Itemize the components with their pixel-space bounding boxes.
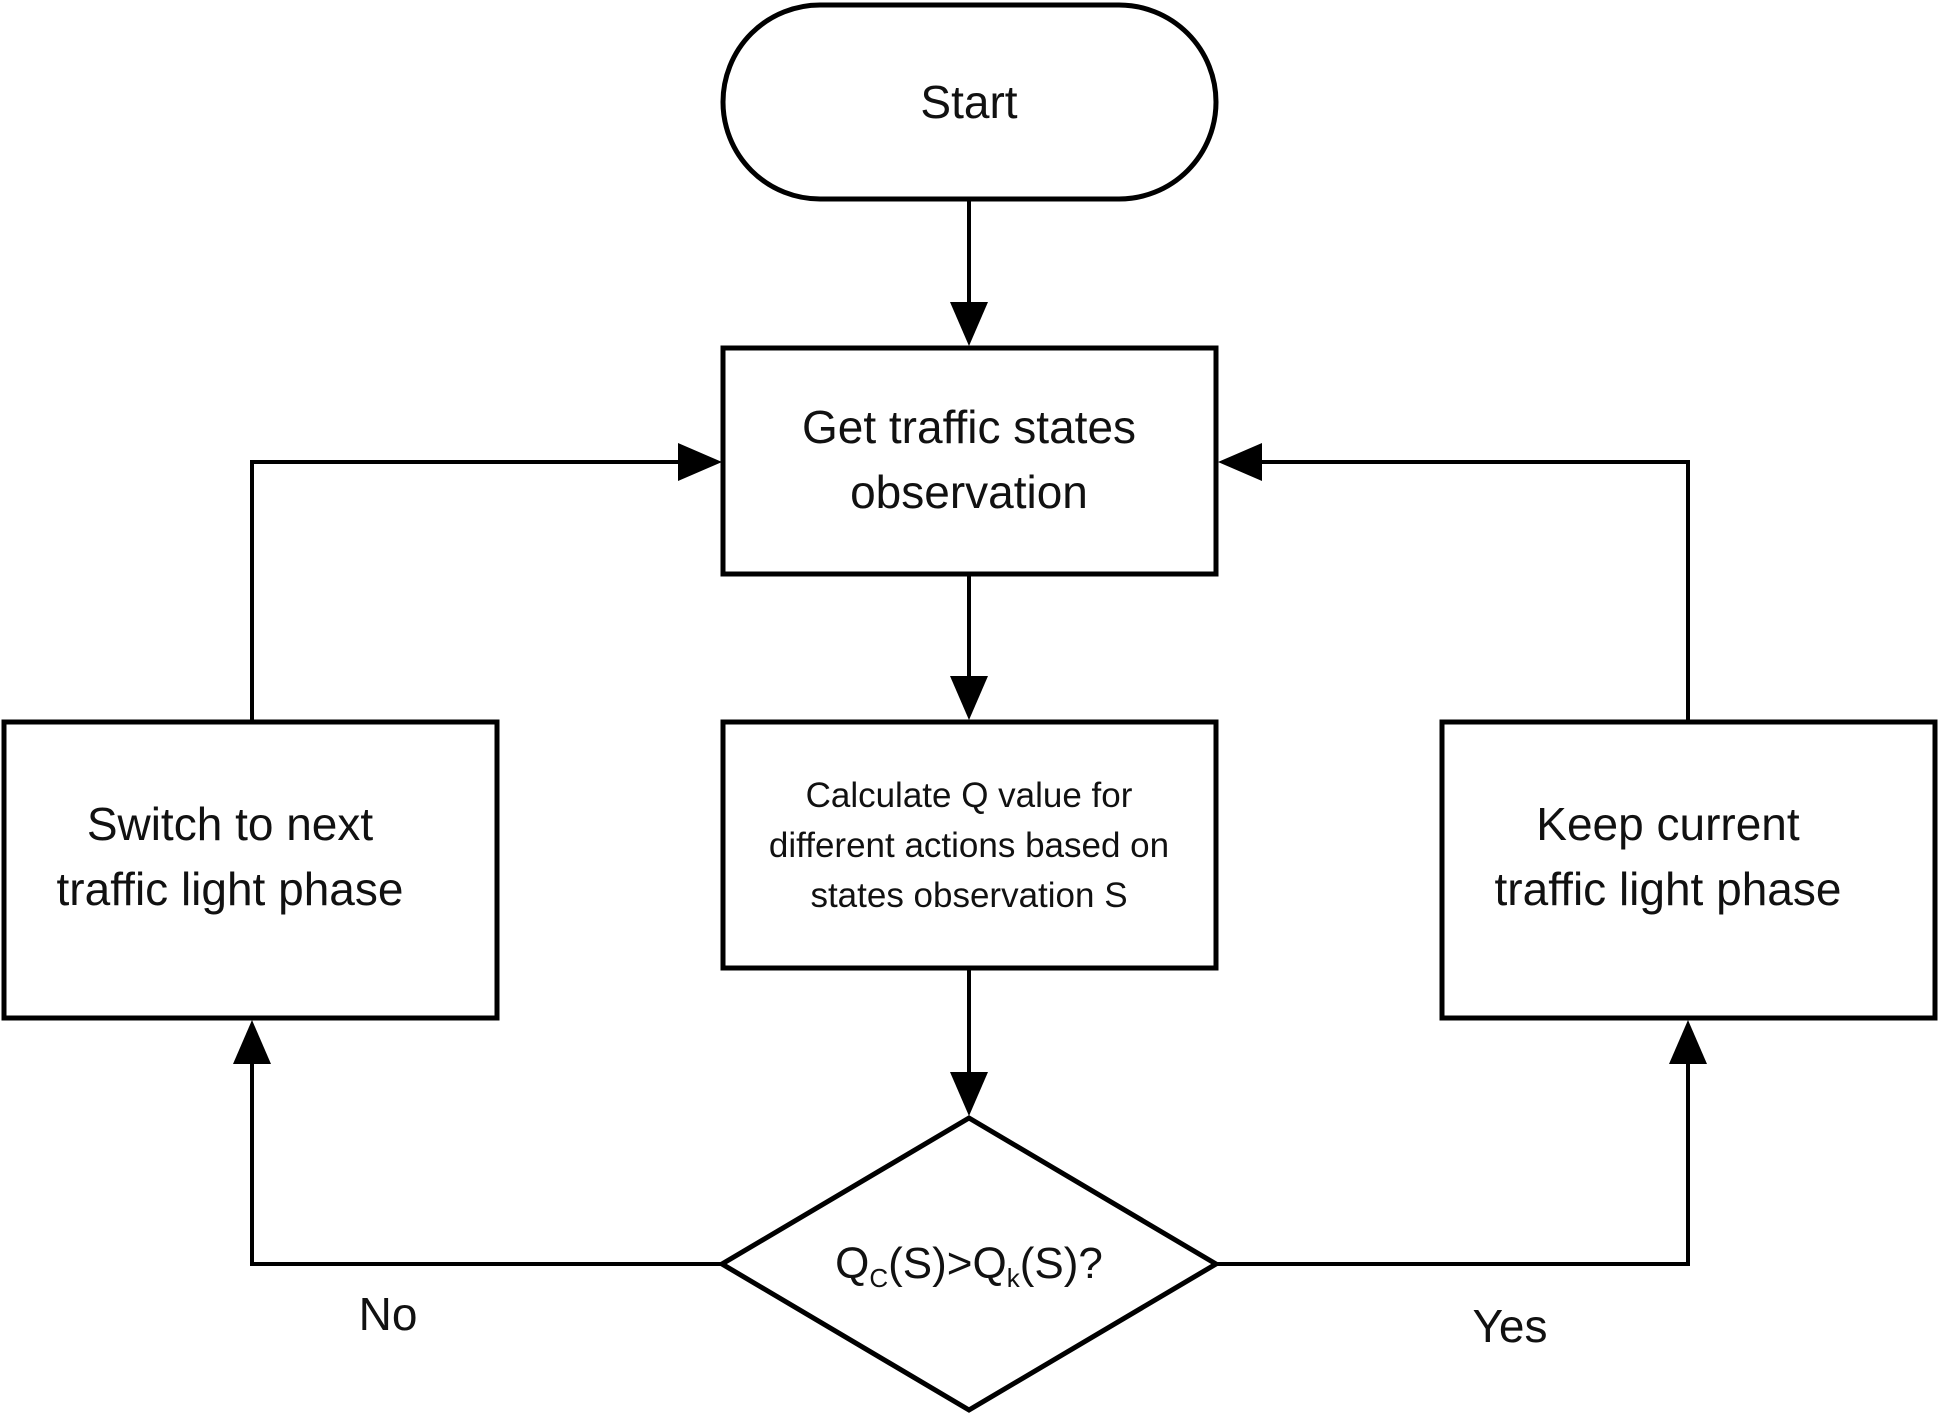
keep-phase-label-line2: traffic light phase [1495, 863, 1842, 915]
edge-decision-to-keep-phase [1216, 1020, 1707, 1266]
edge-switch-phase-to-get-states [250, 443, 722, 722]
start-node: Start [720, 2, 1219, 202]
decision-node: QC(S)>Qk(S)? [717, 1115, 1221, 1413]
keep-phase-label-line1: Keep current [1536, 798, 1800, 850]
calculate-q-label-line3: states observation S [810, 876, 1127, 915]
start-node-label: Start [920, 76, 1017, 128]
keep-phase-node: Keep current traffic light phase [1439, 719, 1938, 1021]
switch-phase-label-line1: Switch to next [87, 798, 374, 850]
get-states-label-line1: Get traffic states [802, 401, 1136, 453]
switch-phase-node: Switch to next traffic light phase [1, 719, 500, 1021]
switch-phase-label-line2: traffic light phase [57, 863, 404, 915]
no-edge-label: No [359, 1288, 418, 1340]
edge-decision-to-switch-phase [233, 1020, 722, 1266]
calculate-q-node: Calculate Q value for different actions … [720, 719, 1219, 971]
edge-calculate-to-decision [950, 968, 988, 1116]
calculate-q-label-line1: Calculate Q value for [806, 776, 1133, 815]
calculate-q-label-line2: different actions based on [769, 826, 1169, 865]
edge-keep-phase-to-get-states [1218, 443, 1690, 722]
edge-start-to-get-states [950, 200, 988, 346]
yes-edge-label: Yes [1472, 1300, 1547, 1352]
decision-label: QC(S)>Qk(S)? [835, 1239, 1103, 1293]
get-states-label-line2: observation [850, 466, 1088, 518]
get-states-node: Get traffic states observation [720, 345, 1219, 577]
edge-get-states-to-calculate [950, 574, 988, 720]
